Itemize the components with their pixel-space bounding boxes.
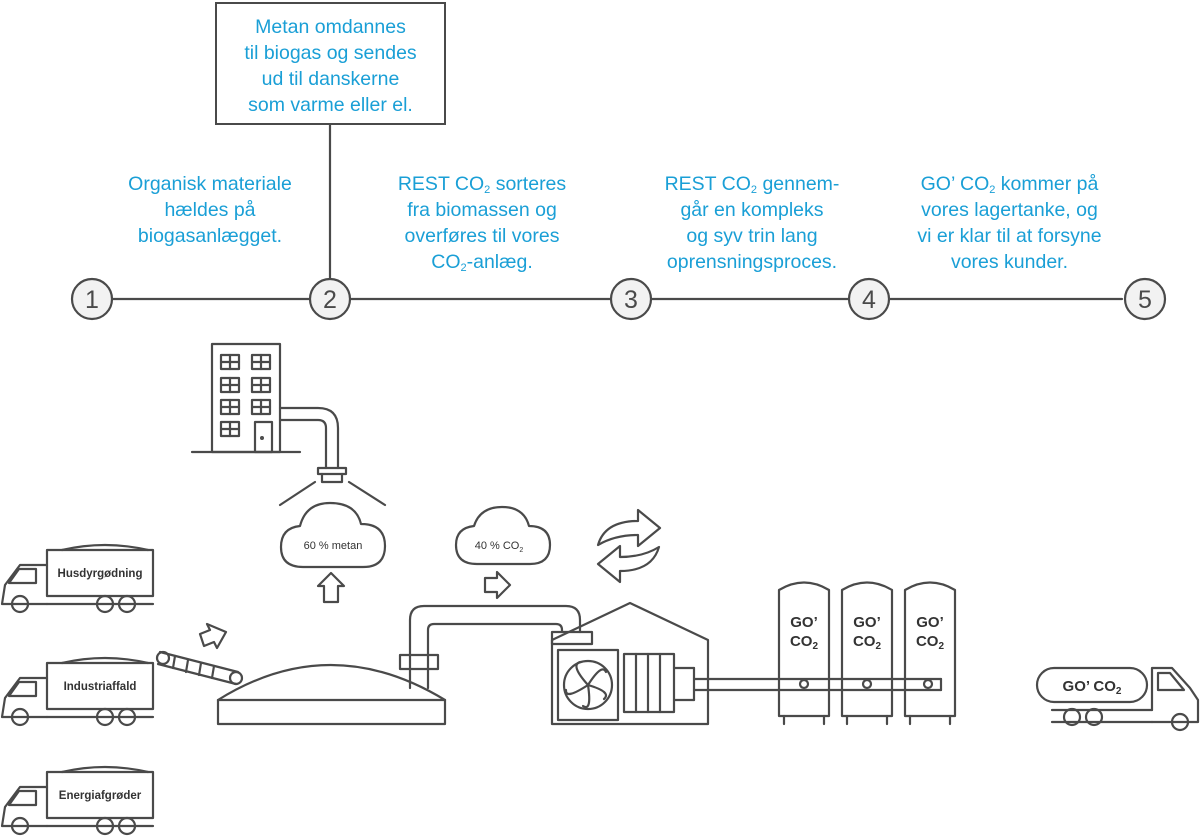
truck-husdyrgoedning-icon: [0, 543, 155, 614]
recycle-arrows-icon: [596, 508, 662, 584]
caption-line: REST CO2 gennem-: [642, 171, 862, 197]
step-2-node: [308, 277, 352, 321]
caption-text: -anlæg.: [466, 251, 533, 273]
tank-feed-pipe: [692, 677, 943, 692]
tank-1-label-sub: 2: [812, 641, 818, 652]
caption-line: hældes på: [164, 199, 256, 221]
tank-3-label-line2: CO2: [916, 633, 945, 652]
caption-text: GO’ CO: [920, 173, 990, 195]
biogas-digester-icon: [216, 663, 447, 726]
callout-text: Metan omdannes til biogas og sendes ud t…: [217, 4, 444, 118]
tank-1-label-line1: GO’: [790, 614, 818, 631]
callout-line: Metan omdannes: [255, 16, 406, 38]
caption-line: oprensningsproces.: [666, 251, 838, 273]
co2-cloud-label-sub: 2: [519, 547, 523, 554]
caption-line: overføres til vores: [404, 225, 560, 247]
step-4-number: 4: [862, 286, 876, 314]
caption-line: og syv trin lang: [686, 225, 818, 247]
truck-label-husdyrgoedning: Husdyrgødning: [58, 568, 143, 580]
step-5-node: [1123, 277, 1167, 321]
storage-tank-3-icon: [903, 581, 957, 726]
tanker-truck-icon: [1035, 666, 1200, 732]
caption-text: REST CO: [664, 173, 751, 195]
up-arrow-icon: [316, 571, 346, 604]
callout-line: til biogas og sendes: [244, 42, 417, 64]
co2-purification-plant-icon: [550, 601, 710, 726]
tank-1-label-line2: CO2: [790, 633, 819, 652]
caption-text: kommer på: [995, 173, 1099, 195]
truck-label-industriaffald: Industriaffald: [64, 681, 137, 693]
callout-line: ud til danskerne: [261, 68, 400, 90]
step-4-caption: REST CO2 gennem- går en kompleks og syv …: [642, 171, 862, 275]
step-1-node: [70, 277, 114, 321]
subscript-2: 2: [484, 184, 491, 196]
conveyor-belt-icon: [155, 650, 244, 686]
truck-industriaffald-icon: [0, 656, 155, 727]
step-3-caption: REST CO2 sorteres fra biomassen og overf…: [372, 171, 592, 275]
caption-line: vores kunder.: [950, 251, 1069, 273]
caption-text: sorteres: [490, 173, 567, 195]
co2-cloud-icon: [454, 505, 552, 566]
tank-2-label-co: CO: [853, 633, 876, 650]
tanker-truck-label: GO’ CO2: [1063, 678, 1122, 697]
caption-line: vores lagertanke, og: [921, 199, 1098, 221]
methane-pipe: [278, 406, 387, 507]
methane-cloud-label: 60 % metan: [304, 540, 363, 552]
tank-2-label-sub: 2: [875, 641, 881, 652]
caption-line: REST CO2 sorteres: [372, 171, 592, 197]
truck-energiafgroeder-icon: [0, 765, 155, 836]
co2-cloud-label: 40 % CO2: [475, 540, 524, 554]
methane-cloud-icon: [279, 501, 387, 569]
step-3-node: [609, 277, 653, 321]
step-3-number: 3: [624, 286, 638, 314]
caption-line: biogasanlægget.: [137, 225, 283, 247]
caption-line: går en kompleks: [680, 199, 824, 221]
callout-line: som varme eller el.: [248, 94, 413, 116]
subscript-2: 2: [989, 184, 996, 196]
tank-3-label-line1: GO’: [916, 614, 944, 631]
subscript-2: 2: [750, 184, 758, 196]
subscript-2: 2: [460, 262, 467, 274]
tanker-truck-label-prefix: GO’ CO: [1063, 678, 1117, 695]
caption-line: vi er klar til at forsyne: [917, 225, 1102, 247]
truck-label-energiafgroeder: Energiafgrøder: [59, 790, 142, 802]
tank-2-label-line1: GO’: [853, 614, 881, 631]
caption-line: fra biomassen og: [407, 199, 557, 221]
step-5-number: 5: [1138, 286, 1152, 314]
tanker-truck-label-sub: 2: [1116, 686, 1122, 697]
conveyor-arrow-icon: [198, 622, 228, 650]
right-arrow-icon: [483, 570, 512, 600]
caption-line: GO’ CO2 kommer på: [887, 171, 1132, 197]
caption-line: CO2-anlæg.: [372, 249, 592, 275]
apartment-building-icon: [190, 342, 302, 454]
co2-cloud-label-prefix: 40 % CO: [475, 540, 520, 552]
caption-line: Organisk materiale: [128, 173, 292, 195]
step-2-number: 2: [323, 286, 337, 314]
tank-3-label-sub: 2: [938, 641, 944, 652]
caption-text: CO: [431, 251, 461, 273]
step-5-caption: GO’ CO2 kommer på vores lagertanke, og v…: [887, 171, 1132, 275]
caption-text: gennem-: [757, 173, 840, 195]
co2-transfer-pipe: [398, 604, 594, 690]
tank-1-label-co: CO: [790, 633, 813, 650]
tank-3-label-co: CO: [916, 633, 939, 650]
callout-box: Metan omdannes til biogas og sendes ud t…: [215, 2, 446, 125]
caption-text: REST CO: [397, 173, 485, 195]
step-4-node: [847, 277, 891, 321]
storage-tank-1-icon: [777, 581, 831, 726]
storage-tank-2-icon: [840, 581, 894, 726]
step-1-caption: Organisk materiale hældes på biogasanlæg…: [100, 171, 320, 249]
tank-2-label-line2: CO2: [853, 633, 882, 652]
step-1-number: 1: [85, 286, 99, 314]
